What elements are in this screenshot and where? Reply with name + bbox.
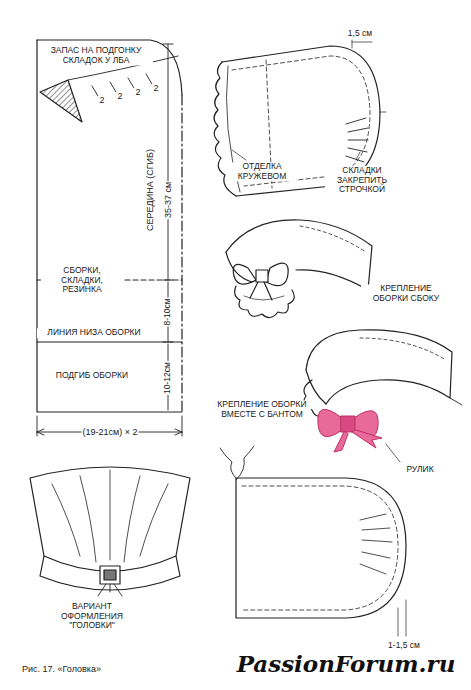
- flat-bonnet: [220, 446, 254, 480]
- flat-bonnet: [236, 478, 406, 618]
- note: СБОРКИ, СКЛАДКИ, РЕЗИНКА: [41, 266, 123, 295]
- bonnet-with-bow: [304, 330, 462, 462]
- bonnet-back-view: [30, 467, 190, 596]
- bonnet-with-lace: [356, 152, 360, 160]
- bonnet-with-side-bow: [233, 264, 256, 284]
- bonnet-with-lace: [346, 118, 368, 162]
- dimension: 1-1,5 см: [387, 641, 421, 651]
- bonnet-with-bow: [386, 444, 400, 462]
- callout: КРЕПЛЕНИЕ ОБОРКИ СБОКУ: [361, 284, 451, 303]
- pattern-piece: [37, 341, 182, 342]
- bonnet-with-lace: [232, 150, 246, 160]
- flat-bonnet: [398, 600, 406, 636]
- pleat-number: 2: [152, 83, 159, 93]
- bonnet-with-bow: [306, 330, 452, 404]
- bonnet-back-view: [104, 570, 116, 580]
- pattern-piece: [181, 95, 182, 412]
- callout: СКЛАДКИ ЗАКРЕПИТЬ СТРОЧКОЙ: [325, 166, 399, 195]
- bonnet-with-side-bow: [250, 282, 272, 300]
- line-label: ЛИНИЯ НИЗА ОБОРКИ: [37, 328, 151, 338]
- dimension: (19-21см) × 2: [82, 427, 139, 437]
- bonnet-with-side-bow: [226, 220, 372, 318]
- pattern-piece: [37, 40, 182, 412]
- fold-label: СЕРЕДИНА (СГИБ): [145, 148, 155, 232]
- bonnet-with-bow: [360, 338, 446, 360]
- bonnet-back-view: [52, 470, 168, 562]
- callout: ОТДЕЛКА КРУЖЕВОМ: [228, 162, 296, 181]
- bonnet-with-side-bow: [300, 226, 366, 252]
- flat-bonnet: [220, 446, 406, 636]
- pleat-number: 2: [98, 95, 105, 105]
- dimension-line: [163, 44, 173, 280]
- pink-bow: [318, 409, 342, 436]
- illustration: [30, 40, 462, 636]
- dimension: 8-10см: [163, 297, 173, 326]
- bonnet-with-side-bow: [244, 296, 284, 300]
- dimension-line: [163, 282, 173, 342]
- note: ЗАПАС НА ПОДГОНКУ СКЛАДОК У ЛБА: [39, 46, 153, 65]
- pleat-number: 2: [116, 91, 123, 101]
- flat-bonnet: [360, 514, 392, 574]
- pleat-number: 2: [134, 87, 141, 97]
- bonnet-with-side-bow: [235, 286, 295, 318]
- caption: Рис. 17. «Головка»: [22, 664, 101, 674]
- dimension: 1,5 см: [347, 29, 373, 39]
- bonnet-with-bow: [450, 398, 462, 405]
- pink-bow: [318, 409, 382, 452]
- bonnet-back-view: [98, 584, 122, 596]
- callout: КРЕПЛЕНИЕ ОБОРКИ ВМЕСТЕ С БАНТОМ: [213, 400, 311, 419]
- bonnet-with-bow: [306, 370, 326, 404]
- flat-bonnet: [242, 486, 398, 610]
- bonnet-with-side-bow: [226, 220, 372, 290]
- dimension: 10-12см: [163, 361, 173, 395]
- pattern-piece: [40, 80, 82, 122]
- watermark: PassionForum.ru: [237, 651, 456, 677]
- dimension: 35-37 см: [163, 181, 173, 219]
- pink-bow: [352, 430, 382, 448]
- bonnet-back-view: [100, 566, 120, 584]
- bonnet-with-side-bow: [256, 270, 268, 282]
- pink-bow: [341, 416, 355, 432]
- bonnet-with-side-bow: [226, 252, 252, 282]
- dimension-line: [37, 44, 182, 436]
- note: ПОДГИБ ОБОРКИ: [41, 371, 143, 381]
- callout: РУЛИК: [405, 465, 434, 475]
- pink-bow: [334, 432, 348, 452]
- bonnet-back-view: [30, 467, 190, 571]
- bonnet-with-side-bow: [266, 263, 288, 285]
- callout: ВАРИАНТ ОФОРМЛЕНИЯ "ГОЛОВКИ": [41, 602, 143, 631]
- bonnet-with-lace: [352, 40, 386, 112]
- pattern-piece: [37, 40, 182, 412]
